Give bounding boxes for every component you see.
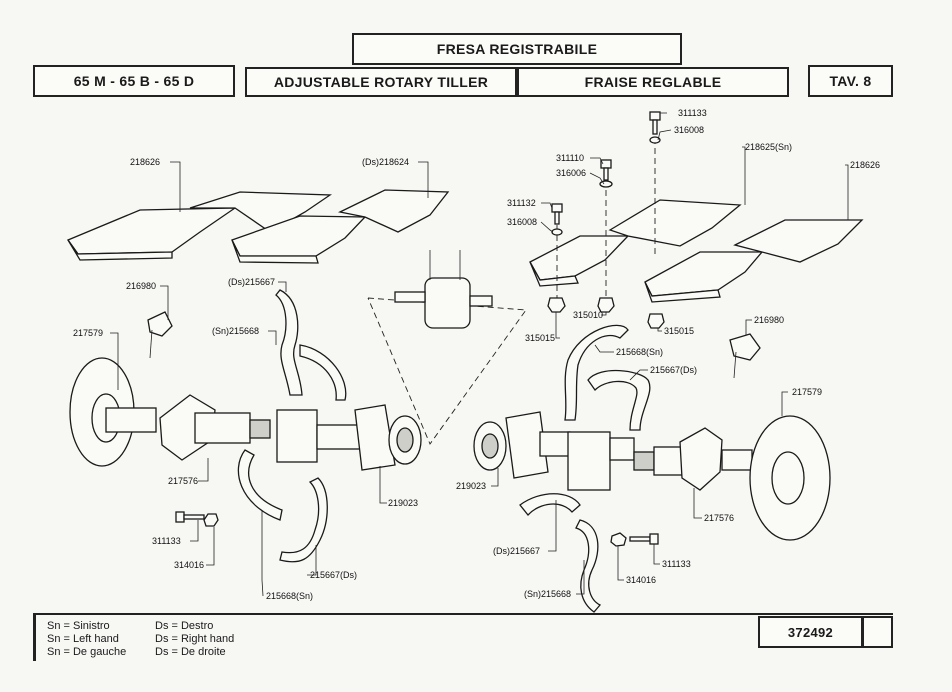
disc-217579-right: [749, 415, 831, 541]
model-list: 65 M - 65 B - 65 D: [33, 65, 235, 97]
label-218624: (Ds)218624: [362, 157, 409, 167]
label-215668-sn-right: 215668(Sn): [616, 347, 663, 357]
label-311110: 311110: [556, 153, 584, 163]
label-219023-left: 219023: [388, 498, 418, 508]
footer-rule: [33, 613, 893, 615]
legend-sn-en: Sn = Left hand: [47, 633, 119, 645]
tine-215668-sn-lower-left: [237, 449, 328, 563]
disc-217579-left: [69, 357, 157, 467]
handle-216980-left: [147, 311, 173, 359]
legend-right-hand: Ds = Destro Ds = Right hand Ds = De droi…: [155, 620, 234, 659]
leader-lines: [110, 112, 849, 597]
reference-box-tail: [862, 616, 893, 648]
blade-218625-sn: [529, 199, 742, 287]
label-218626-left: 218626: [130, 157, 160, 167]
label-311132: 311132: [507, 198, 536, 208]
label-217576-left: 217576: [168, 476, 198, 486]
title-italian: FRESA REGISTRABILE: [352, 33, 682, 65]
bolt-311133-right: [610, 532, 659, 547]
legend-sn-it: Sn = Sinistro: [47, 620, 110, 632]
label-215667-ds-left: (Ds)215667: [228, 277, 275, 287]
label-311133-right: 311133: [662, 559, 691, 569]
table-number: TAV. 8: [808, 65, 893, 97]
reference-number: 372492: [758, 616, 863, 648]
bolt-311132: [551, 203, 563, 236]
label-218626-right: 218626: [850, 160, 880, 170]
legend-sn-fr: Sn = De gauche: [47, 646, 127, 658]
label-215668-sn-left: (Sn)215668: [212, 326, 259, 336]
tine-215668-sn-upper-right: [564, 324, 629, 421]
label-316008-right-top: 316008: [674, 125, 704, 135]
label-311133-right-top: 311133: [678, 108, 707, 118]
flange-217576-left: [159, 394, 271, 461]
label-316008-right: 316008: [507, 217, 537, 227]
label-314016-right: 314016: [626, 575, 656, 585]
label-315010: 315010: [573, 310, 603, 320]
label-316006: 316006: [556, 168, 586, 178]
hub-left: [276, 404, 422, 471]
label-216980-left: 216980: [126, 281, 156, 291]
label-217579-right: 217579: [792, 387, 822, 397]
label-215668-sn-right2: (Sn)215668: [524, 589, 571, 599]
legend-ds-en: Ds = Right hand: [155, 633, 235, 645]
tine-215667-ds-upper-left: [275, 289, 347, 401]
label-219023-right: 219023: [456, 481, 486, 491]
flange-217576-right: [633, 427, 753, 491]
part-number-labels: 218626 (Ds)218624 216980 (Ds)215667 (Sn)…: [73, 108, 880, 601]
label-217579-left: 217579: [73, 328, 103, 338]
nuts-315010-315015: [547, 297, 665, 329]
label-315015-left: 315015: [525, 333, 555, 343]
tine-215667-ds-lower-right: [519, 493, 581, 516]
handle-216980-right: [729, 333, 761, 379]
label-215667-ds-right: 215667(Ds): [650, 365, 697, 375]
legend-left-hand: Sn = Sinistro Sn = Left hand Sn = De gau…: [47, 620, 126, 659]
center-gearbox: [367, 250, 527, 445]
label-215667-ds-left2: 215667(Ds): [310, 570, 357, 580]
blade-218626-left: [66, 191, 333, 261]
label-218625-sn: 218625(Sn): [745, 142, 792, 152]
legend-bar: [33, 615, 36, 661]
bolt-311133-left: [175, 511, 219, 527]
label-315015-right: 315015: [664, 326, 694, 336]
hub-right: [473, 411, 635, 491]
legend-ds-fr: Ds = De droite: [155, 646, 226, 658]
label-215668-sn-left2: 215668(Sn): [266, 591, 313, 601]
title-french: FRAISE REGLABLE: [517, 67, 789, 97]
legend-ds-it: Ds = Destro: [155, 620, 214, 632]
title-english: ADJUSTABLE ROTARY TILLER: [245, 67, 517, 97]
tine-215667-ds-upper-right: [587, 369, 651, 431]
tine-215668-sn-lower-right: [575, 519, 602, 613]
label-311133-left: 311133: [152, 536, 181, 546]
bolt-311110: [599, 159, 613, 188]
blade-218626-right: [644, 219, 864, 303]
blade-218624-right-hand: [231, 189, 450, 264]
label-216980-right: 216980: [754, 315, 784, 325]
label-215667-ds-right2: (Ds)215667: [493, 546, 540, 556]
label-314016-left: 314016: [174, 560, 204, 570]
label-217576-right: 217576: [704, 513, 734, 523]
